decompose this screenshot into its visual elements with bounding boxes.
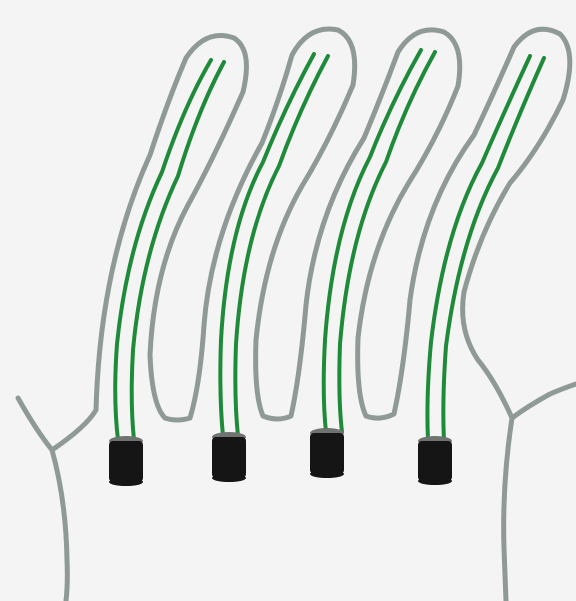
- finger-1-connector: [109, 441, 143, 482]
- finger-1-connector-base: [109, 478, 143, 486]
- finger-2-connector-base: [212, 474, 246, 482]
- finger-4-connector-base: [418, 477, 452, 485]
- finger-3-connector: [310, 433, 344, 474]
- finger-3-connector-base: [310, 470, 344, 478]
- finger-4-connector: [418, 441, 452, 481]
- finger-2-connector: [212, 437, 246, 478]
